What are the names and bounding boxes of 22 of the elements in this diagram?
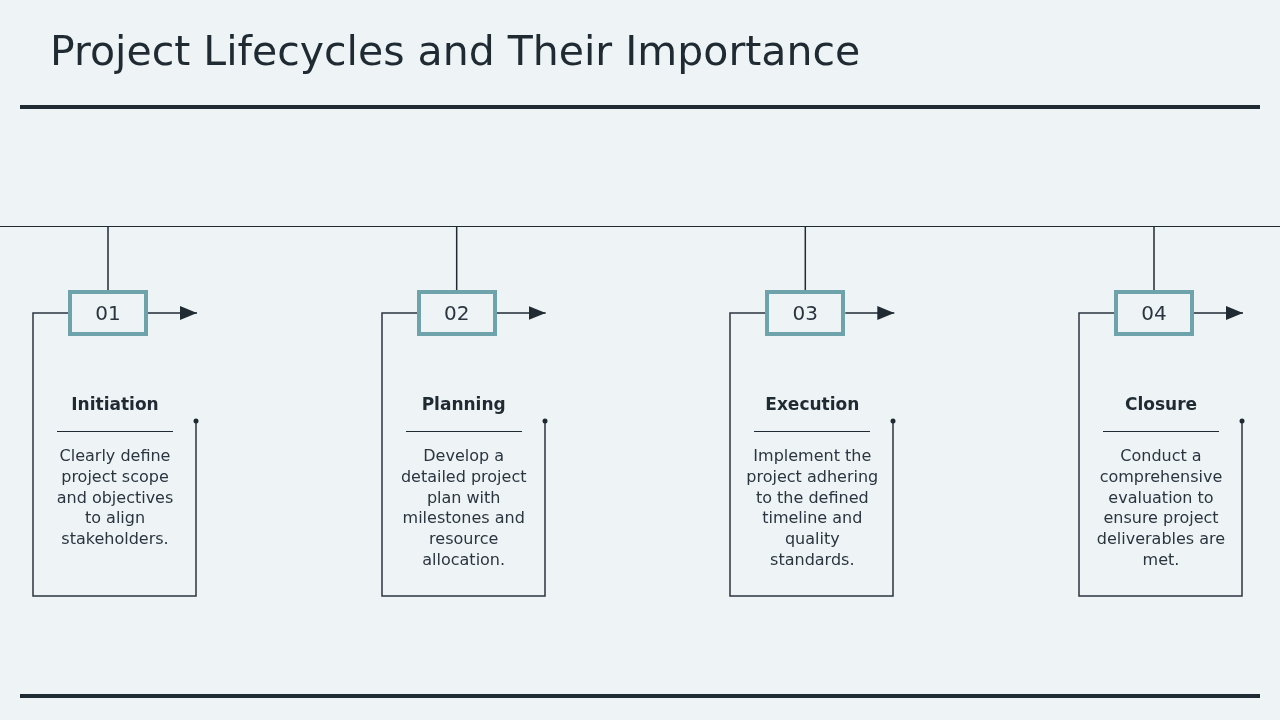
connector-line	[804, 226, 807, 291]
arrow	[147, 306, 198, 320]
step-description: Develop a detailed project plan with milestones and resource allocation.	[399, 446, 528, 571]
arrow	[1193, 306, 1244, 320]
step-number-box: 02	[416, 290, 497, 336]
step-heading: Initiation	[70, 393, 160, 416]
timeline-line	[0, 226, 1280, 227]
step-description: Conduct a comprehensive evaluation to ensure project deliverables are met.	[1095, 446, 1227, 571]
slide-title: Project Lifecycles and Their Importance	[50, 26, 861, 76]
connector-line	[1153, 226, 1155, 291]
step-heading: Planning	[420, 393, 507, 416]
step-number-box: 04	[1114, 290, 1194, 336]
step-description: Implement the project adhering to the defined timeline and quality standards.	[745, 446, 880, 571]
connector-line	[107, 226, 109, 291]
step-description: Clearly define project scope and objectives to align stakeholders.	[55, 446, 175, 550]
step-number-box: 01	[68, 290, 148, 336]
step-number-box: 03	[765, 290, 846, 336]
step-heading: Execution	[764, 393, 861, 416]
connector-line	[455, 226, 458, 291]
arrow	[844, 306, 896, 320]
step-heading: Closure	[1123, 393, 1199, 416]
arrow	[495, 306, 547, 320]
